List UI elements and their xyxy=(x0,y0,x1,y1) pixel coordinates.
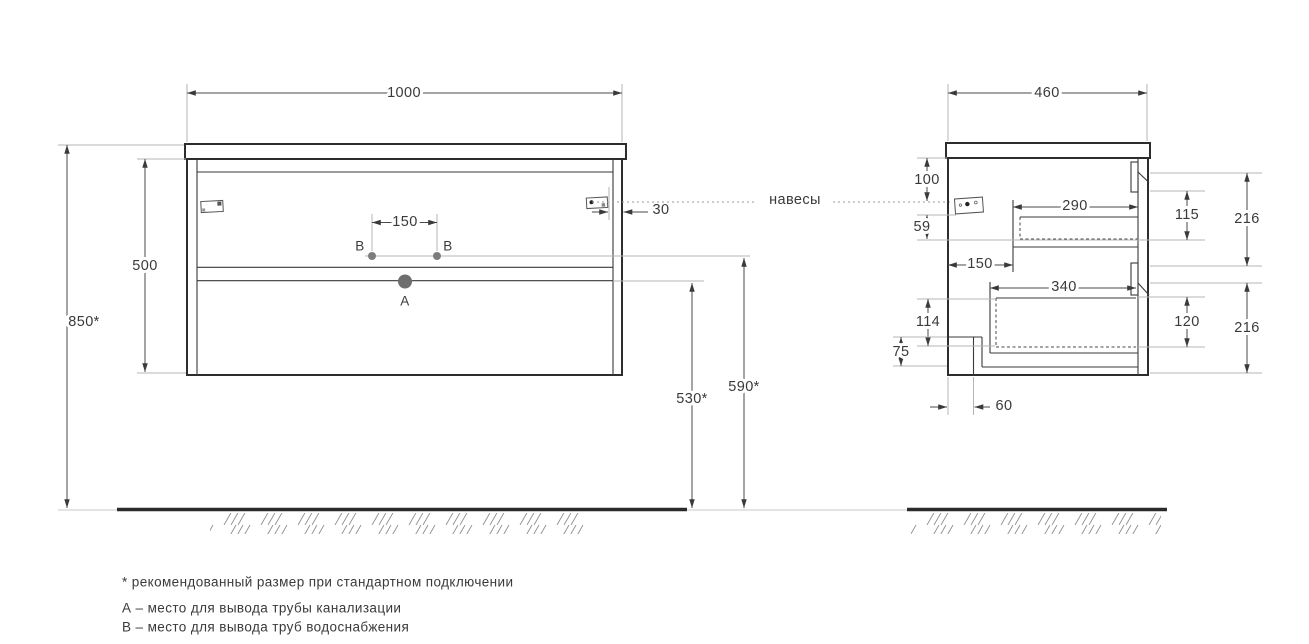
side-upper-drawer xyxy=(1012,200,1138,272)
hole-a-label: А xyxy=(400,294,409,309)
dim-plinth-notch-height: 75 xyxy=(893,344,910,360)
footnote-hole-b: В – место для вывода труб водоснабжения xyxy=(122,620,409,635)
water-hole-right xyxy=(433,252,441,260)
side-lower-wall-hook xyxy=(1130,262,1150,296)
front-left-hanger-plate xyxy=(200,199,224,214)
floor-hatching-side xyxy=(911,513,1161,534)
side-upper-wall-hook xyxy=(1130,161,1150,193)
side-hanger-plate xyxy=(953,196,984,215)
dim-hanger-top-offset: 100 xyxy=(914,172,939,188)
dim-mount-height: 850* xyxy=(68,314,99,330)
dim-bottom-drawer-depth: 340 xyxy=(1051,279,1076,295)
floor-hatching-front xyxy=(210,513,593,534)
front-dimensions: 1000 500 850* 150 30 530* 590* xyxy=(58,82,762,508)
dim-hole-spacing: 150 xyxy=(392,214,417,230)
footnotes: * рекомендованный размер при стандартном… xyxy=(122,575,513,635)
dim-hanger-gap: 59 xyxy=(914,219,931,235)
side-countertop xyxy=(945,142,1151,159)
dim-top-rail-span: 216 xyxy=(1234,211,1259,227)
drain-hole xyxy=(398,274,412,289)
dim-front-height: 500 xyxy=(132,258,157,274)
front-countertop xyxy=(184,143,627,160)
hole-b-left-label: В xyxy=(355,239,364,254)
dim-drain-outlet-height: 530* xyxy=(676,391,707,407)
side-view xyxy=(945,142,1151,376)
dim-bottom-drawer-height: 114 xyxy=(916,314,940,330)
hangers-callout: навесы xyxy=(592,189,952,211)
footnote-hole-a: А – место для вывода трубы канализации xyxy=(122,601,401,616)
footnote-recommended: * рекомендованный размер при стандартном… xyxy=(122,575,513,590)
dim-top-drawer-height: 115 xyxy=(1175,207,1199,223)
dim-drawer-front-inset: 150 xyxy=(967,256,992,272)
side-cabinet-body xyxy=(947,157,1149,376)
floor xyxy=(58,507,1167,534)
dim-water-outlet-height: 590* xyxy=(728,379,759,395)
side-dimensions: 460 100 59 290 150 340 114 75 xyxy=(890,82,1263,417)
dim-bottom-rail-span: 216 xyxy=(1234,320,1259,336)
dim-bottom-drawer-box-height: 120 xyxy=(1174,314,1199,330)
hangers-callout-label: навесы xyxy=(769,192,821,208)
hole-b-right-label: В xyxy=(443,239,452,254)
front-cabinet-body xyxy=(186,158,623,376)
dim-hanger-offset: 30 xyxy=(653,202,670,218)
dim-side-depth: 460 xyxy=(1034,85,1059,101)
dim-top-drawer-depth: 290 xyxy=(1062,198,1087,214)
front-right-hanger-plate xyxy=(585,196,609,210)
front-view: В В А xyxy=(184,143,750,376)
water-hole-left xyxy=(368,252,376,260)
side-lower-drawer xyxy=(989,282,1138,354)
dim-front-width: 1000 xyxy=(387,85,421,101)
dim-plinth-notch-depth: 60 xyxy=(996,398,1013,414)
